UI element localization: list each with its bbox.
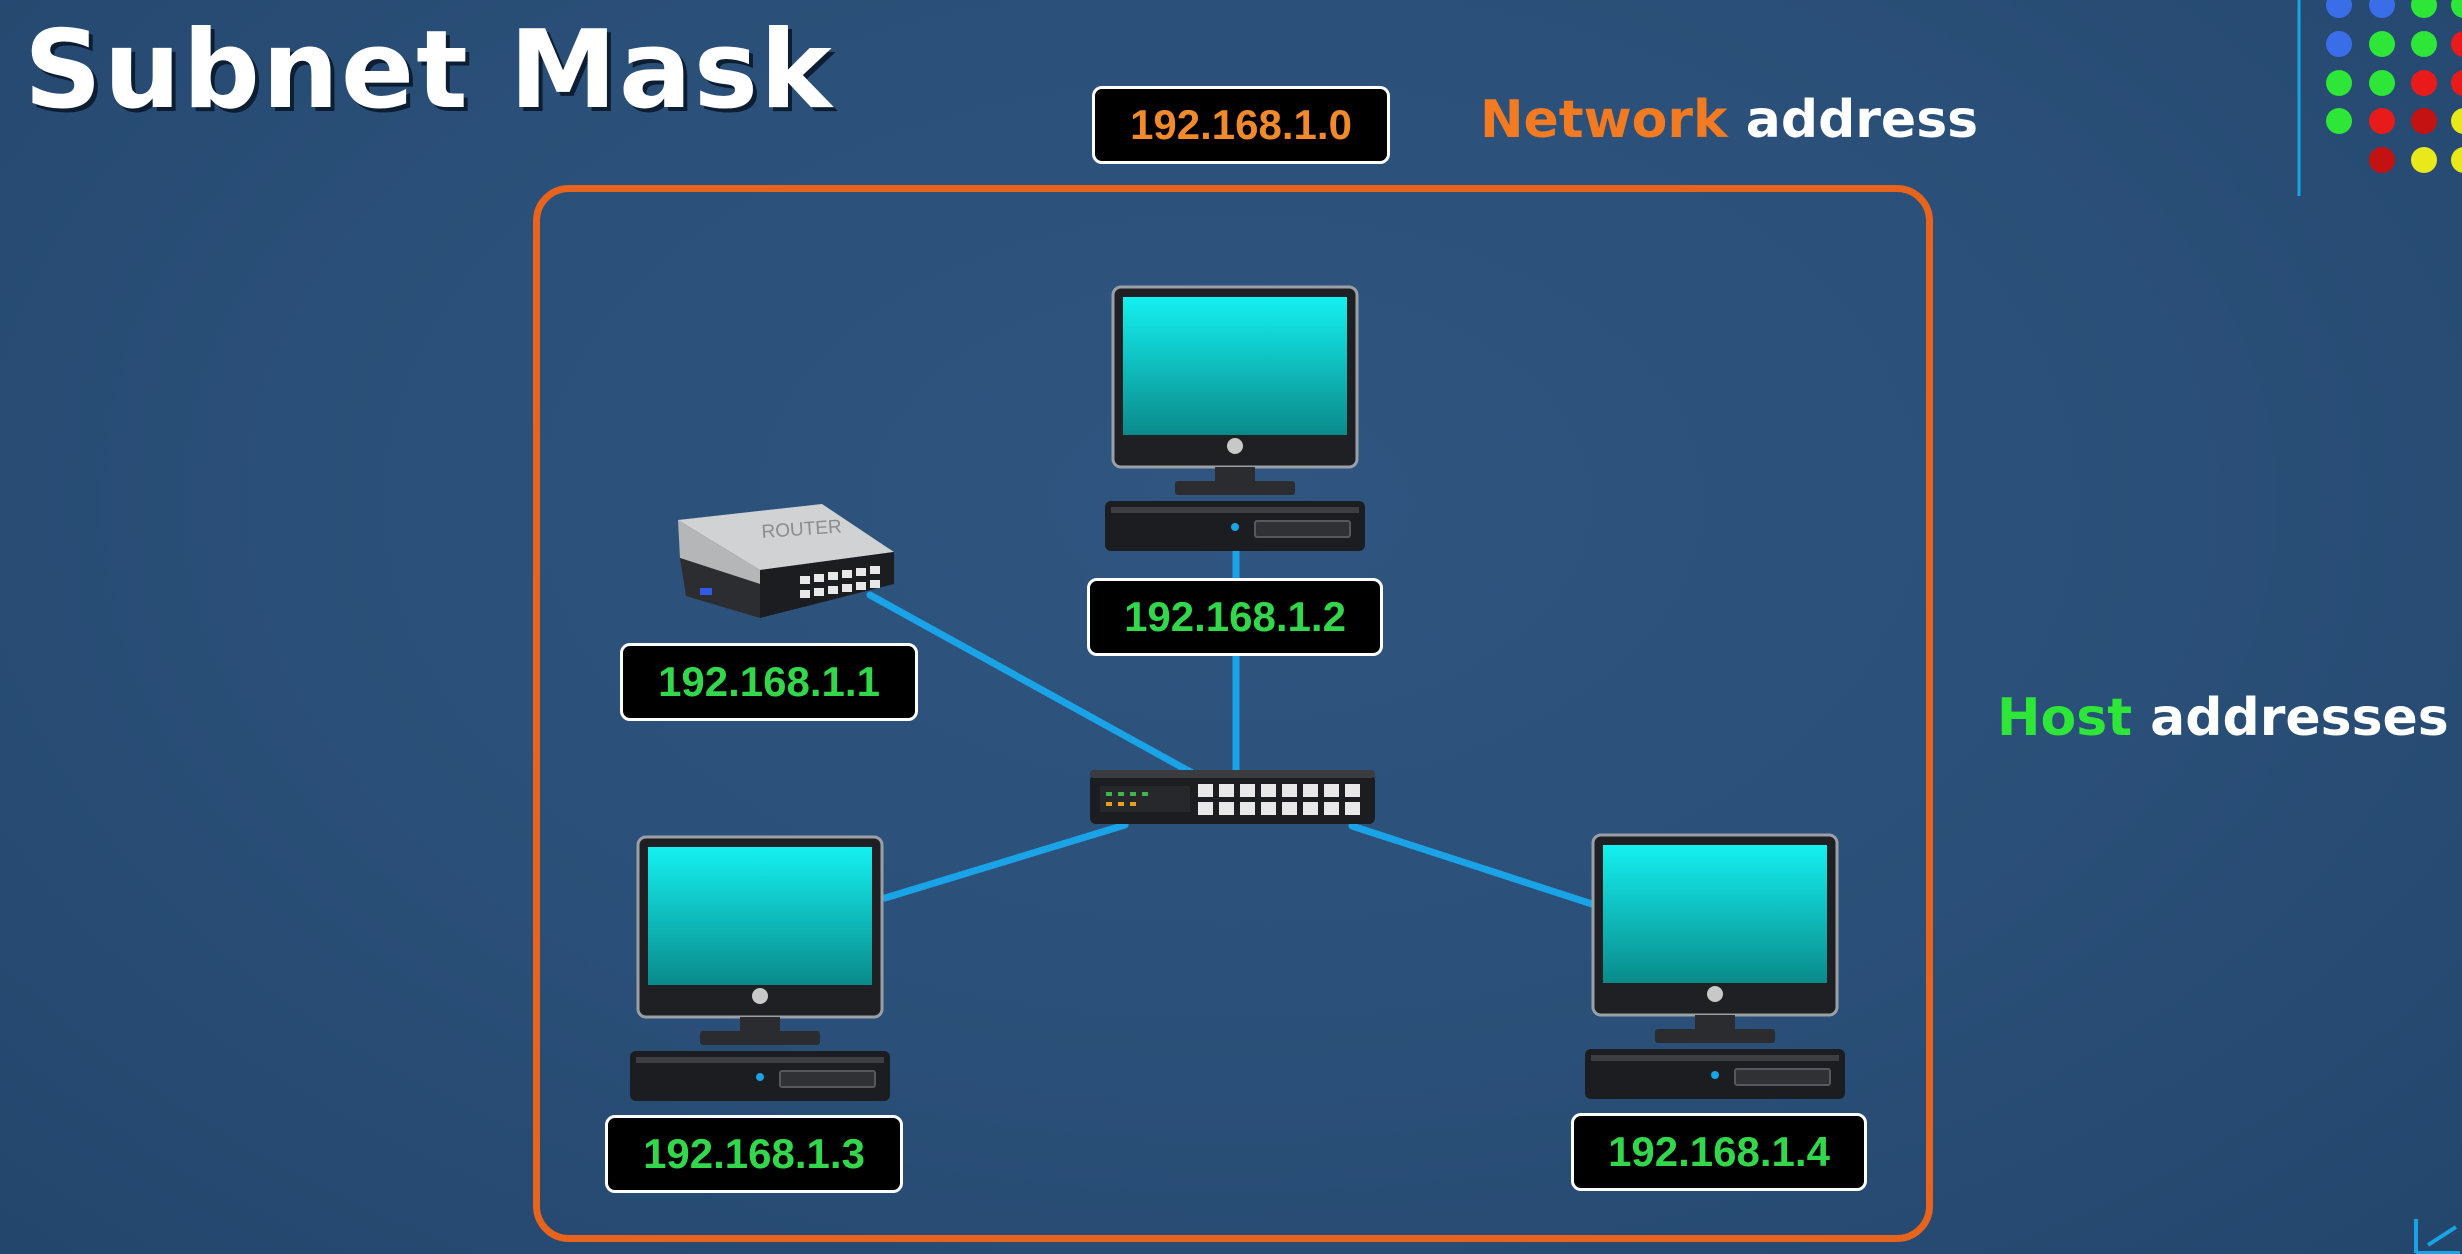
router-icon: ROUTER xyxy=(678,504,894,618)
network-word: Network xyxy=(1480,90,1728,150)
host-ip-label-top: 192.168.1.2 xyxy=(1087,578,1383,656)
host-computer-right-icon xyxy=(1585,833,1845,1099)
link-host3-switch xyxy=(881,821,1129,902)
host-addresses-legend: Host addresses xyxy=(1997,688,2449,748)
host-ip-label-right: 192.168.1.4 xyxy=(1571,1113,1867,1191)
host-ip-label-left: 192.168.1.3 xyxy=(605,1115,903,1193)
host-suffix: addresses xyxy=(2150,688,2449,748)
router-ip-label: 192.168.1.1 xyxy=(620,643,918,721)
network-address-label: 192.168.1.0 xyxy=(1092,86,1390,164)
link-host4-switch xyxy=(1348,822,1599,909)
link-router-switch xyxy=(866,591,1209,784)
slide-title: Subnet Mask xyxy=(24,8,834,133)
corner-logo-icon xyxy=(2414,1219,2460,1254)
host-word: Host xyxy=(1997,688,2133,748)
network-suffix: address xyxy=(1745,90,1979,150)
switch-icon xyxy=(1090,770,1375,824)
host-computer-left-icon xyxy=(630,835,890,1101)
network-address-legend: Network address xyxy=(1480,90,1978,150)
host-computer-top-icon xyxy=(1105,285,1365,551)
network-boundary xyxy=(533,185,1933,1242)
decorative-dot-grid xyxy=(2297,0,2462,196)
